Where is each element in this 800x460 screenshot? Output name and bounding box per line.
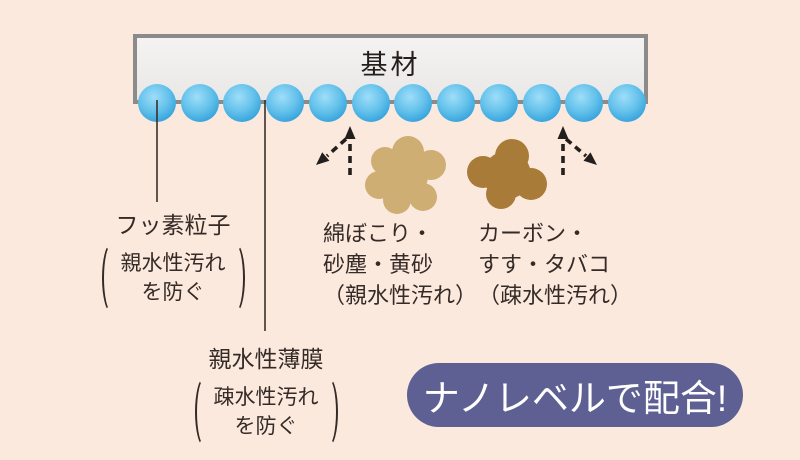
fluorine-note-line1: 親水性汚れ bbox=[120, 252, 226, 275]
hydrophobic-dust-line2: すす・タバコ bbox=[478, 252, 611, 277]
fluorine-callout: フッ素粒子 親水性汚れ を防ぐ bbox=[88, 206, 258, 313]
fluorine-callout-title: フッ素粒子 bbox=[115, 212, 231, 238]
close-paren-shape bbox=[319, 377, 338, 447]
substrate-box: 基材 bbox=[133, 34, 648, 104]
open-paren-shape bbox=[101, 243, 121, 313]
fluorine-note-line2: を防ぐ bbox=[141, 281, 205, 304]
film-note-line2: を防ぐ bbox=[234, 415, 298, 438]
hydrophilic-dust-line2: 砂塵・黄砂 bbox=[323, 252, 434, 277]
fluorine-callout-note: 親水性汚れ を防ぐ bbox=[88, 243, 258, 313]
nano-badge: ナノレベルで配合! bbox=[407, 363, 743, 427]
left-deflect-dashed-line bbox=[325, 137, 348, 158]
right-deflect-dashed-line bbox=[564, 137, 588, 158]
film-note-line1: 疎水性汚れ bbox=[213, 386, 319, 409]
hydrophilic-dust-line3: （親水性汚れ） bbox=[323, 283, 478, 308]
deflection-arrow-lines bbox=[325, 136, 588, 175]
film-callout-title: 親水性薄膜 bbox=[208, 346, 324, 372]
right-deflect-arrowhead-icon bbox=[583, 152, 597, 165]
hydrophobic-dust-label: カーボン・ すす・タバコ （疎水性汚れ） bbox=[478, 218, 632, 311]
film-callout: 親水性薄膜 疎水性汚れ を防ぐ bbox=[186, 340, 346, 447]
nano-badge-label: ナノレベルで配合! bbox=[422, 378, 728, 419]
close-paren-shape bbox=[226, 243, 245, 313]
film-callout-note: 疎水性汚れ を防ぐ bbox=[186, 377, 346, 447]
dust-blob-hydrophilic bbox=[365, 136, 446, 214]
dust-blob-hydrophobic bbox=[467, 139, 547, 209]
substrate-label: 基材 bbox=[360, 50, 421, 80]
hydrophilic-dust-label: 綿ぼこり・ 砂塵・黄砂 （親水性汚れ） bbox=[323, 218, 477, 311]
left-deflect-arrowhead-icon bbox=[316, 152, 330, 165]
hydrophobic-dust-line3: （疎水性汚れ） bbox=[478, 283, 633, 308]
right-approach-arrowhead-icon bbox=[557, 126, 569, 139]
open-paren-shape bbox=[194, 377, 214, 447]
hydrophilic-dust-line1: 綿ぼこり・ bbox=[323, 221, 434, 246]
deflection-arrowheads bbox=[316, 126, 597, 165]
hydrophobic-dust-line1: カーボン・ bbox=[478, 221, 589, 246]
left-approach-arrowhead-icon bbox=[344, 126, 356, 139]
